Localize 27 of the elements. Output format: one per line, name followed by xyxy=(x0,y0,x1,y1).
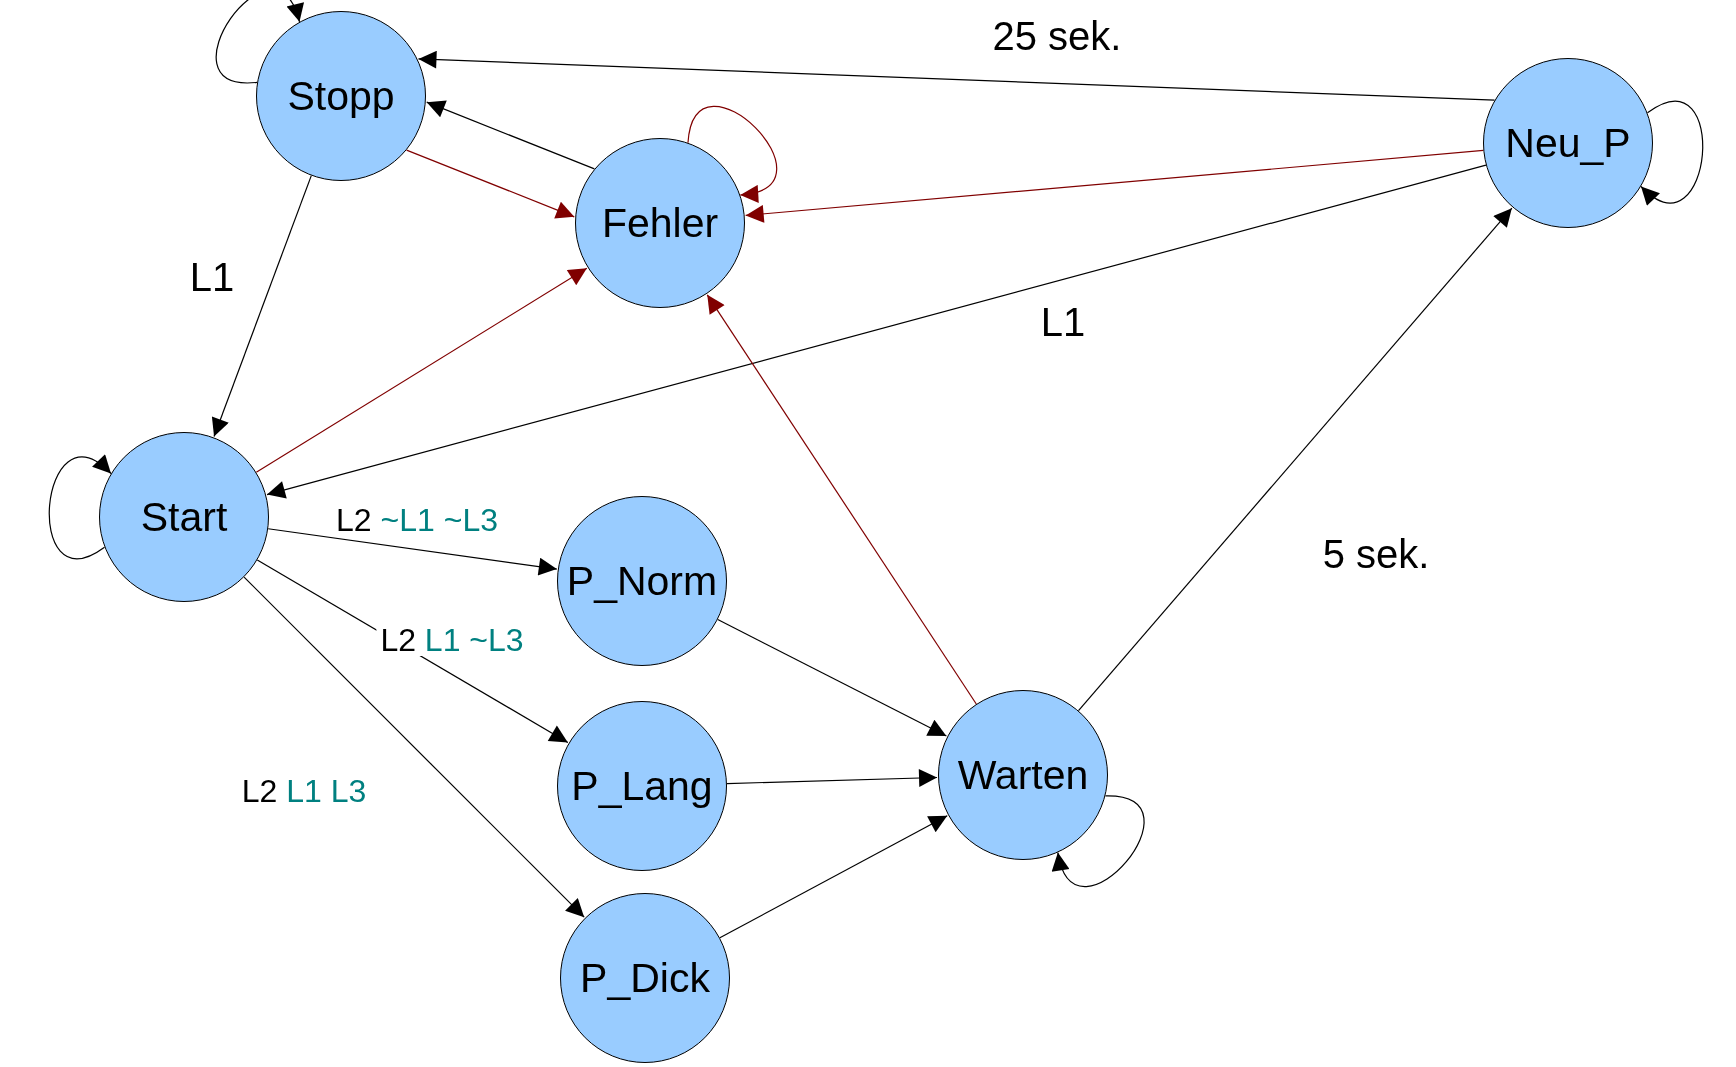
arrow xyxy=(726,769,938,787)
state-label: Neu_P xyxy=(1505,122,1631,164)
arrow xyxy=(243,576,585,918)
state-label: P_Dick xyxy=(580,957,710,999)
state-label: Fehler xyxy=(601,202,719,244)
arrow xyxy=(426,100,596,170)
loop-arrow xyxy=(1054,795,1145,888)
arrow xyxy=(255,267,588,473)
state-label: Stopp xyxy=(287,75,395,117)
arrow xyxy=(706,294,977,705)
arrow xyxy=(1077,207,1513,712)
loop-arrow xyxy=(216,0,302,83)
loop-arrow xyxy=(1640,101,1703,205)
loop-arrow xyxy=(687,105,778,201)
arrow xyxy=(267,528,558,576)
arrow xyxy=(719,815,948,939)
state-label: Start xyxy=(140,496,228,538)
arrow xyxy=(417,50,1496,101)
arrow xyxy=(717,618,947,737)
arrow xyxy=(405,149,575,219)
arrow xyxy=(745,149,1484,223)
loop-arrow xyxy=(49,455,112,559)
state-label: P_Lang xyxy=(571,765,713,807)
state-label: P_Norm xyxy=(566,560,718,602)
arrow xyxy=(266,164,1487,499)
arrow xyxy=(211,175,312,438)
state-label: Warten xyxy=(957,754,1089,796)
